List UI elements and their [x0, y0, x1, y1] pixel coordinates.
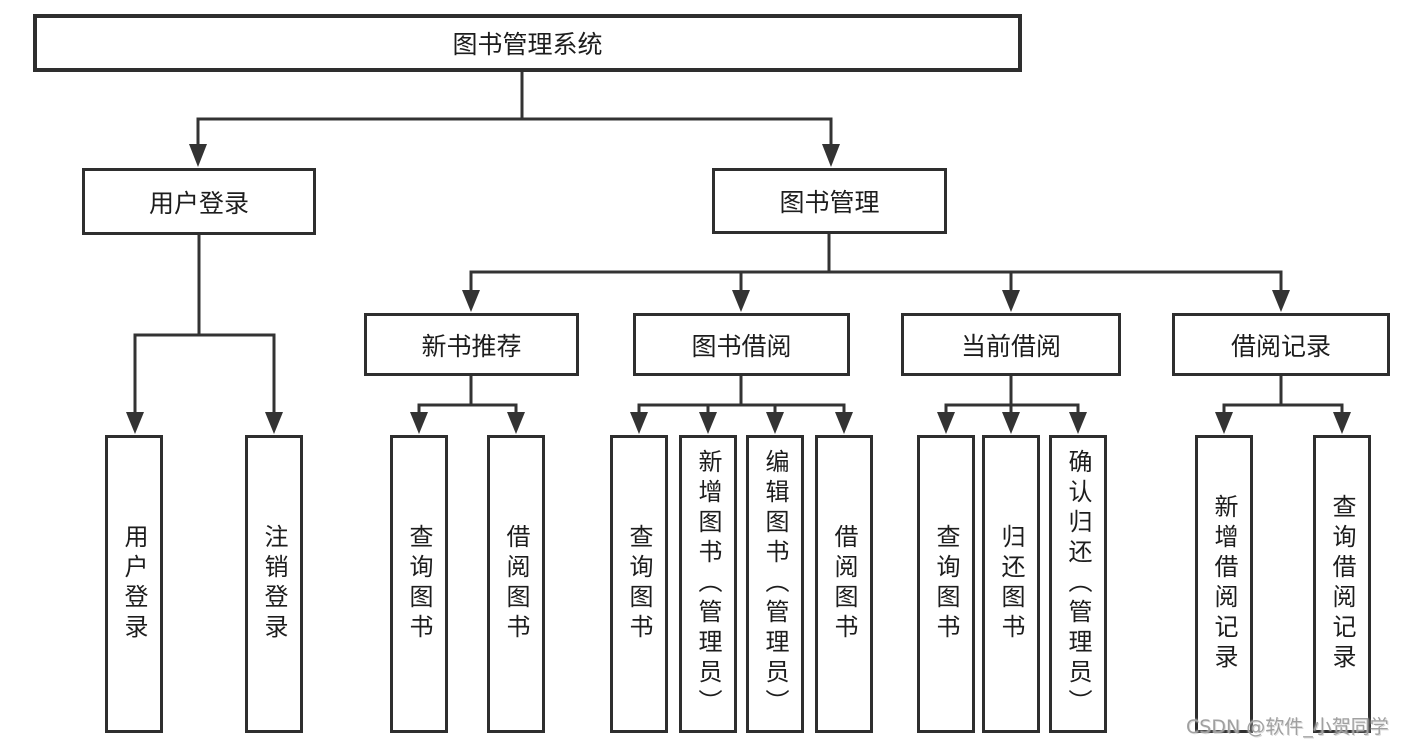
leaf-label: 归还图书 — [997, 524, 1025, 644]
leaf-add-borrow-record: 新增借阅记录 — [1195, 435, 1253, 733]
leaf-borrow-books-recommend: 借阅图书 — [487, 435, 545, 733]
csdn-watermark: CSDN @软件_小贺同学 — [1186, 716, 1389, 738]
node-label: 当前借阅 — [960, 331, 1061, 361]
leaf-label: 查询图书 — [625, 524, 653, 644]
leaf-query-books-borrow: 查询图书 — [610, 435, 668, 733]
leaf-label: 编辑图书（管理员） — [761, 449, 789, 719]
leaf-confirm-return-admin: 确认归还（管理员） — [1049, 435, 1107, 733]
node-label: 图书管理 — [779, 188, 880, 217]
node-label: 图书管理系统 — [452, 30, 603, 59]
leaf-label: 查询图书 — [405, 524, 433, 644]
leaf-edit-book-admin: 编辑图书（管理员） — [746, 435, 804, 733]
node-current-borrow: 当前借阅 — [901, 313, 1121, 376]
node-book-management: 图书管理 — [712, 168, 947, 234]
node-user-login: 用户登录 — [82, 168, 316, 235]
leaf-query-borrow-record: 查询借阅记录 — [1313, 435, 1371, 733]
leaf-label: 新增图书（管理员） — [694, 449, 722, 719]
leaf-label: 借阅图书 — [830, 524, 858, 644]
leaf-label: 查询图书 — [932, 524, 960, 644]
leaf-user-login: 用户登录 — [105, 435, 163, 733]
node-label: 用户登录 — [148, 188, 249, 218]
leaf-label: 确认归还（管理员） — [1064, 449, 1092, 719]
leaf-label: 注销登录 — [260, 524, 288, 644]
node-label: 新书推荐 — [421, 331, 522, 361]
node-borrow-record: 借阅记录 — [1172, 313, 1390, 376]
node-book-borrow: 图书借阅 — [633, 313, 850, 376]
leaf-label: 新增借阅记录 — [1210, 494, 1238, 674]
leaf-add-book-admin: 新增图书（管理员） — [679, 435, 737, 733]
leaf-label: 借阅图书 — [502, 524, 530, 644]
node-label: 图书借阅 — [691, 331, 792, 361]
leaf-label: 用户登录 — [120, 524, 148, 644]
leaf-return-book: 归还图书 — [982, 435, 1040, 733]
leaf-logout: 注销登录 — [245, 435, 303, 733]
leaf-label: 查询借阅记录 — [1328, 494, 1356, 674]
node-library-management-system: 图书管理系统 — [33, 14, 1022, 72]
node-new-book-recommend: 新书推荐 — [364, 313, 579, 376]
leaf-borrow-books: 借阅图书 — [815, 435, 873, 733]
leaf-query-books-current: 查询图书 — [917, 435, 975, 733]
leaf-query-books-recommend: 查询图书 — [390, 435, 448, 733]
node-label: 借阅记录 — [1230, 331, 1331, 361]
